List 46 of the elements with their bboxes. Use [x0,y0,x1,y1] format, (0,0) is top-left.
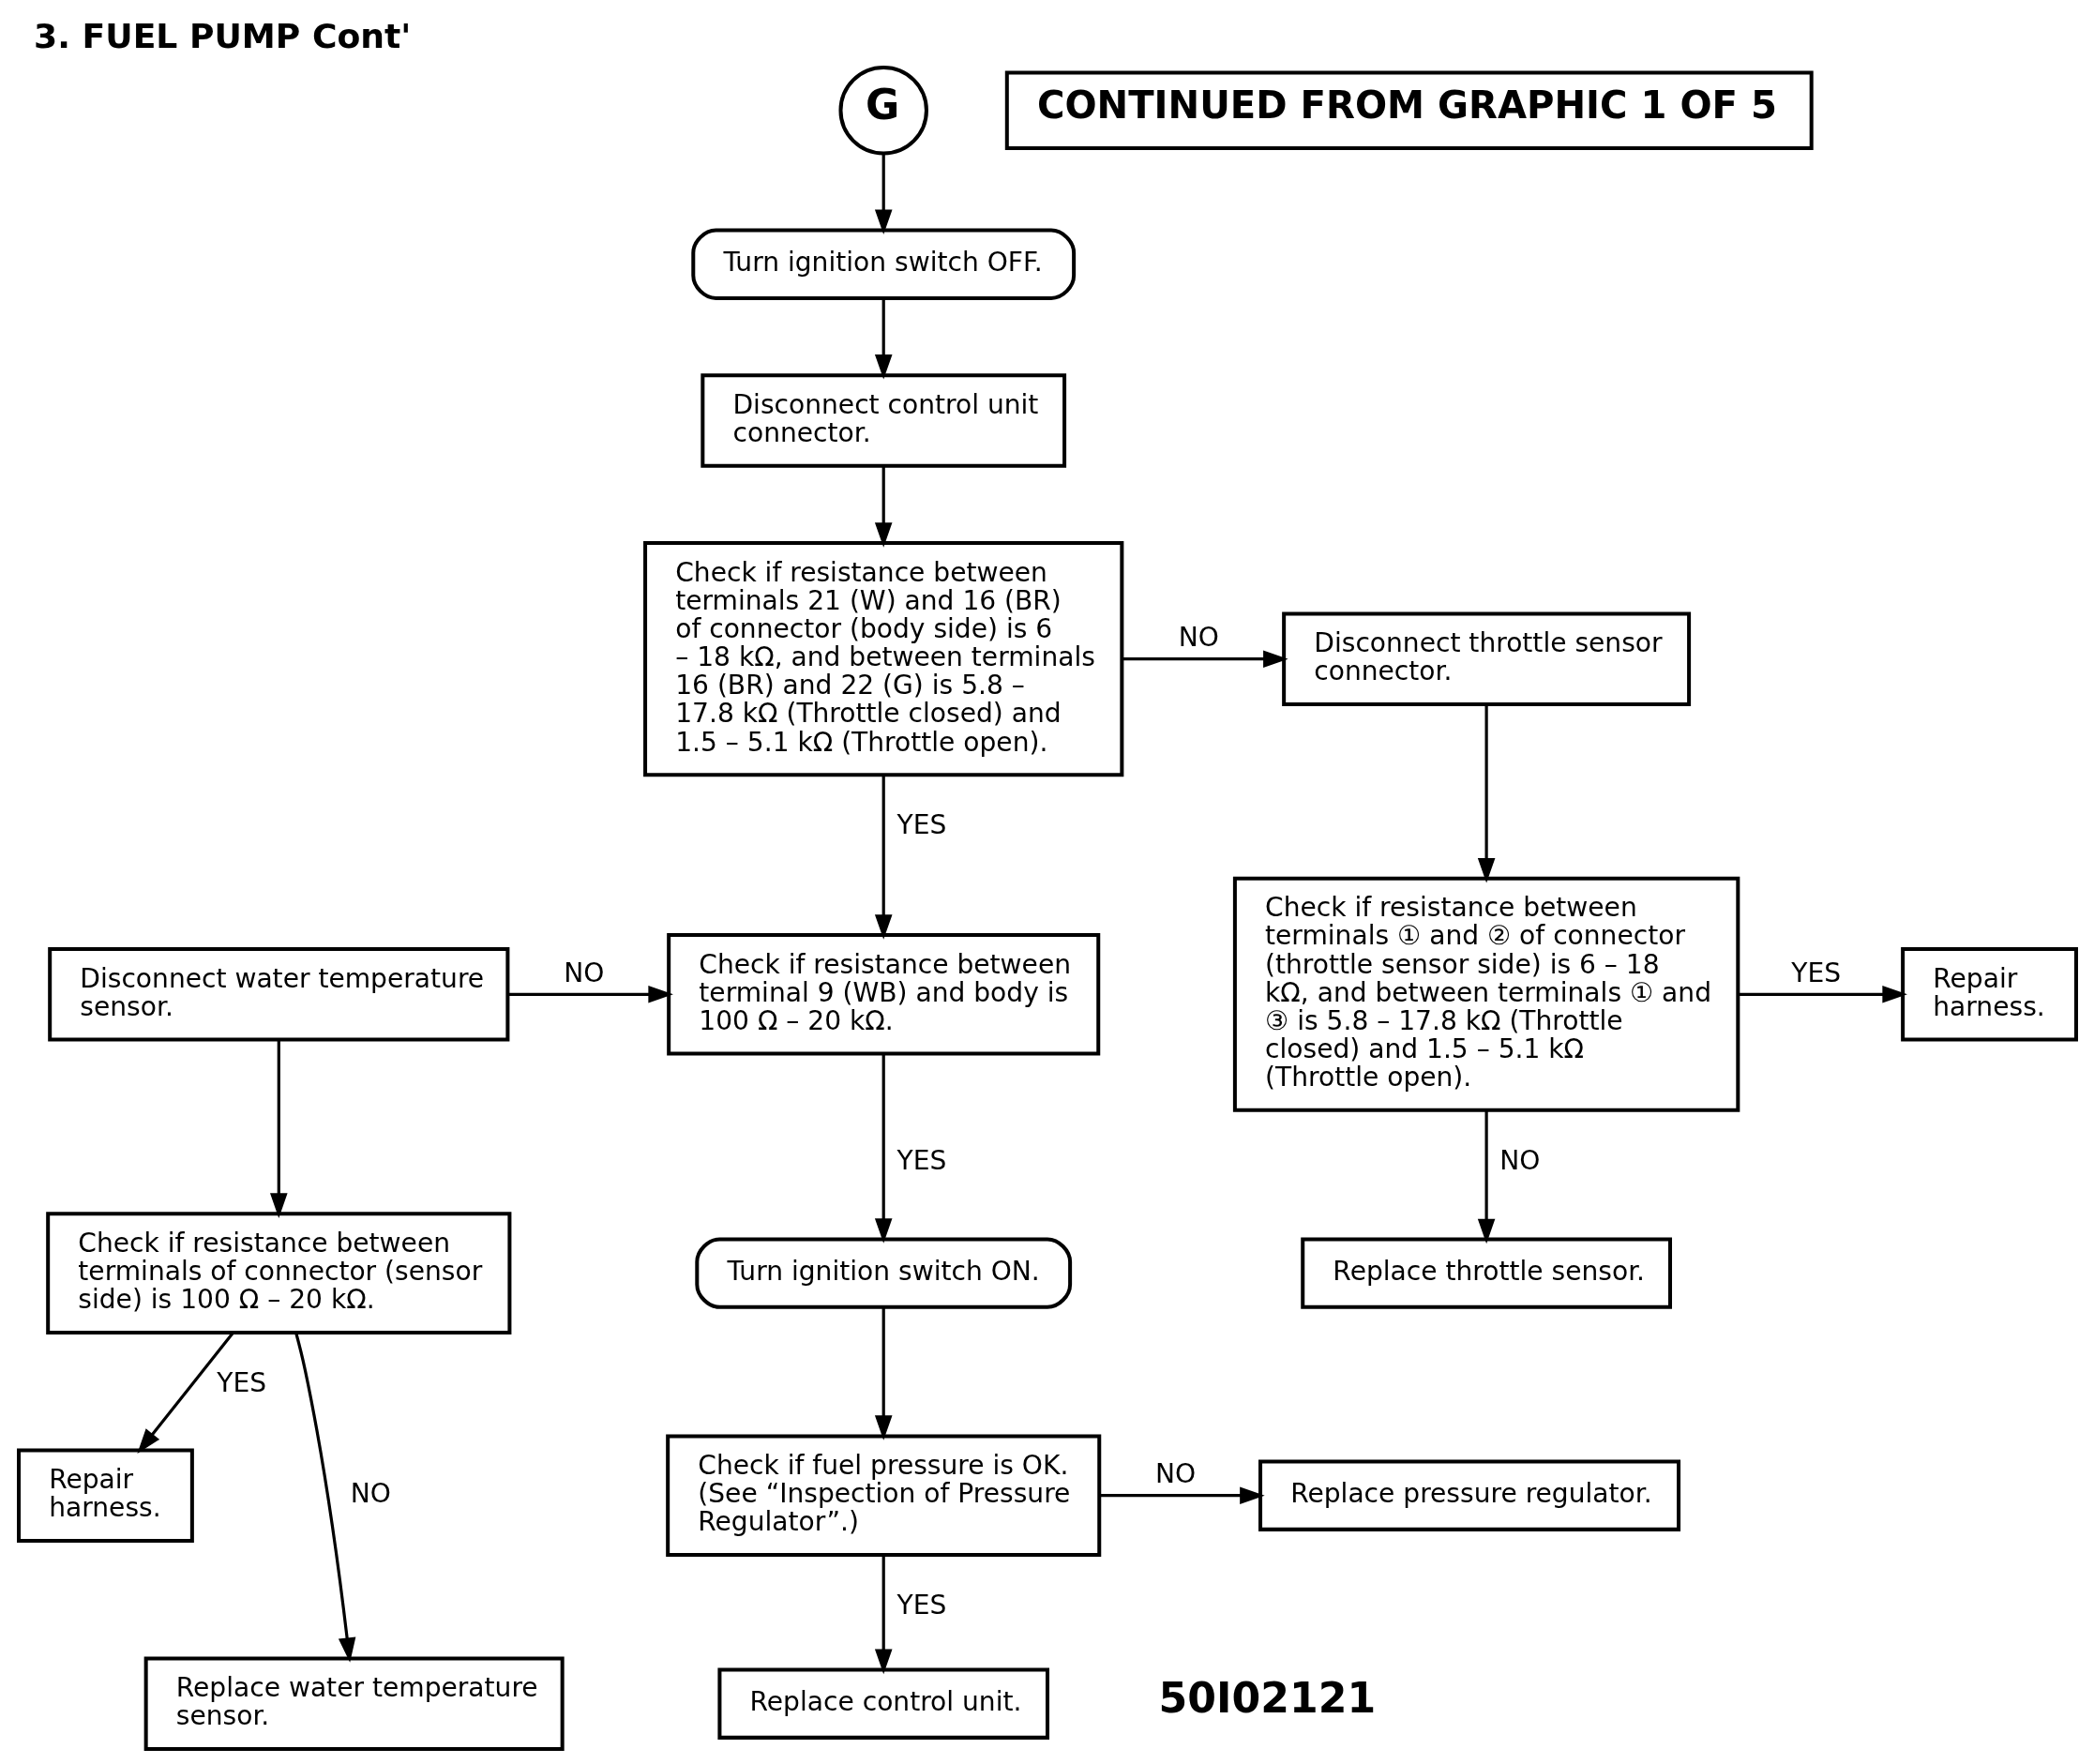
node-box: Check if resistance between terminal 9 (WB) and body is 100 Ω – 20 kΩ. [666,933,1100,1056]
node-box: Repair harness. [16,1448,194,1543]
arrow [874,1555,892,1675]
arrow [874,153,892,235]
node-box: Repair harness. [1900,947,2078,1042]
arrow [874,466,892,548]
edge-label: NO [1154,1458,1196,1490]
edge-label: NO [563,957,604,988]
node-box: Disconnect water temperature sensor. [47,947,509,1042]
node-box: Replace throttle sensor. [1300,1237,1672,1309]
edge-label: YES [216,1366,266,1398]
arrow [874,775,892,940]
node-circle: G [837,66,928,156]
edge-label: NO [1178,622,1219,654]
label: 50I02121 [1158,1673,1376,1722]
arrow [874,1053,892,1244]
arrow [1477,703,1495,883]
edge-label: YES [896,1589,946,1621]
arrow [1738,986,1907,1003]
arrow [1122,650,1288,668]
arrow [507,986,673,1003]
arrow [874,298,892,380]
edge-label: YES [896,808,946,840]
node-box: Check if resistance between terminals 21 (W) and 16 (BR) of connector (body side) is 6 – 18 kΩ, and between terminals 16 (BR) and 22 (G) is 5.8 – 17.8 kΩ (Throttle closed) and 1.5 – 5.1 kΩ (Throttle open). [642,541,1123,777]
node-box: Disconnect throttle sensor connector. [1281,611,1691,706]
node-box: Replace water temperature sensor. [143,1656,565,1751]
node-box: Disconnect control unit connector. [700,373,1066,468]
edge-label: NO [1499,1144,1540,1176]
node-box: Check if resistance between terminals of connector (sensor side) is 100 Ω – 20 kΩ. [45,1212,511,1334]
node-box: Turn ignition switch ON. [694,1237,1072,1309]
node-box: CONTINUED FROM GRAPHIC 1 OF 5 [1004,70,1814,150]
diagram-title: 3. FUEL PUMP Cont' [33,16,411,57]
arrow [269,1039,288,1218]
arrow [1099,1486,1265,1504]
edge-label: YES [896,1144,946,1176]
node-box: Replace control unit. [716,1667,1049,1740]
edge-label: NO [350,1478,391,1510]
arrow [1477,1110,1495,1244]
arrow [136,1332,234,1454]
node-box: Turn ignition switch OFF. [690,228,1076,300]
node-box: Check if fuel pressure is OK. (See “Inspection of Pressure Regulator”.) [665,1434,1101,1557]
arrow [874,1307,892,1440]
arrow [294,1332,355,1663]
edge-label: YES [1790,957,1841,988]
node-box: Replace pressure regulator. [1258,1459,1680,1531]
node-box: Check if resistance between terminals ① and ② of connector (throttle sensor side) is 6 – 18 kΩ, and between terminals ① and ③ is 5.8 – 17.8 kΩ (Throttle closed) and 1.5 – 5.1 kΩ (Throttle open). [1232,876,1740,1112]
